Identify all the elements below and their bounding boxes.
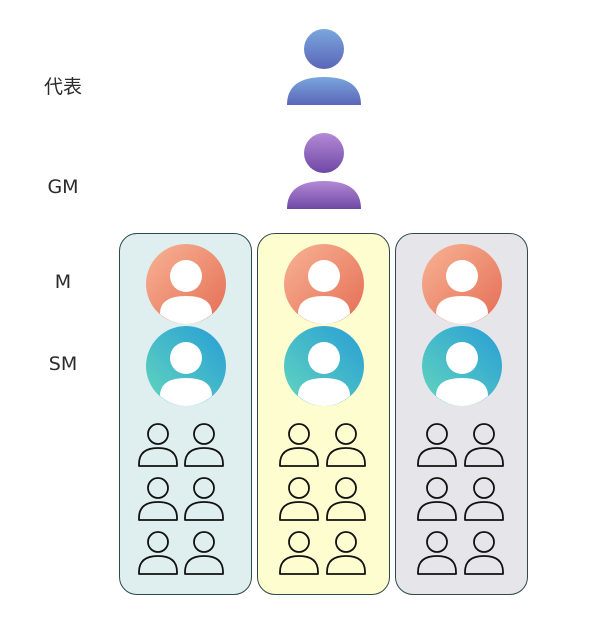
label-sm: SM <box>48 353 78 375</box>
label-m: M <box>54 271 72 293</box>
sm-user-circle-icon <box>422 326 502 406</box>
label-gm: GM <box>47 176 79 198</box>
member-user-outline-icon <box>462 422 506 468</box>
label-representative: 代表 <box>43 76 82 98</box>
sm-user-circle-icon <box>146 326 226 406</box>
member-user-outline-icon <box>277 422 321 468</box>
member-user-outline-icon <box>462 530 506 576</box>
member-user-outline-icon <box>324 476 368 522</box>
member-user-outline-icon <box>462 476 506 522</box>
member-user-outline-icon <box>136 476 180 522</box>
gm-user-icon <box>287 133 361 209</box>
member-user-outline-icon <box>415 422 459 468</box>
member-user-outline-icon <box>136 422 180 468</box>
member-user-outline-icon <box>415 476 459 522</box>
member-user-outline-icon <box>136 530 180 576</box>
member-user-outline-icon <box>182 530 226 576</box>
member-user-outline-icon <box>182 422 226 468</box>
m-user-circle-icon <box>146 244 226 324</box>
representative-user-icon <box>287 29 361 105</box>
member-user-outline-icon <box>324 422 368 468</box>
member-user-outline-icon <box>182 476 226 522</box>
member-user-outline-icon <box>277 476 321 522</box>
member-user-outline-icon <box>277 530 321 576</box>
m-user-circle-icon <box>284 244 364 324</box>
sm-user-circle-icon <box>284 326 364 406</box>
m-user-circle-icon <box>422 244 502 324</box>
member-user-outline-icon <box>324 530 368 576</box>
member-user-outline-icon <box>415 530 459 576</box>
